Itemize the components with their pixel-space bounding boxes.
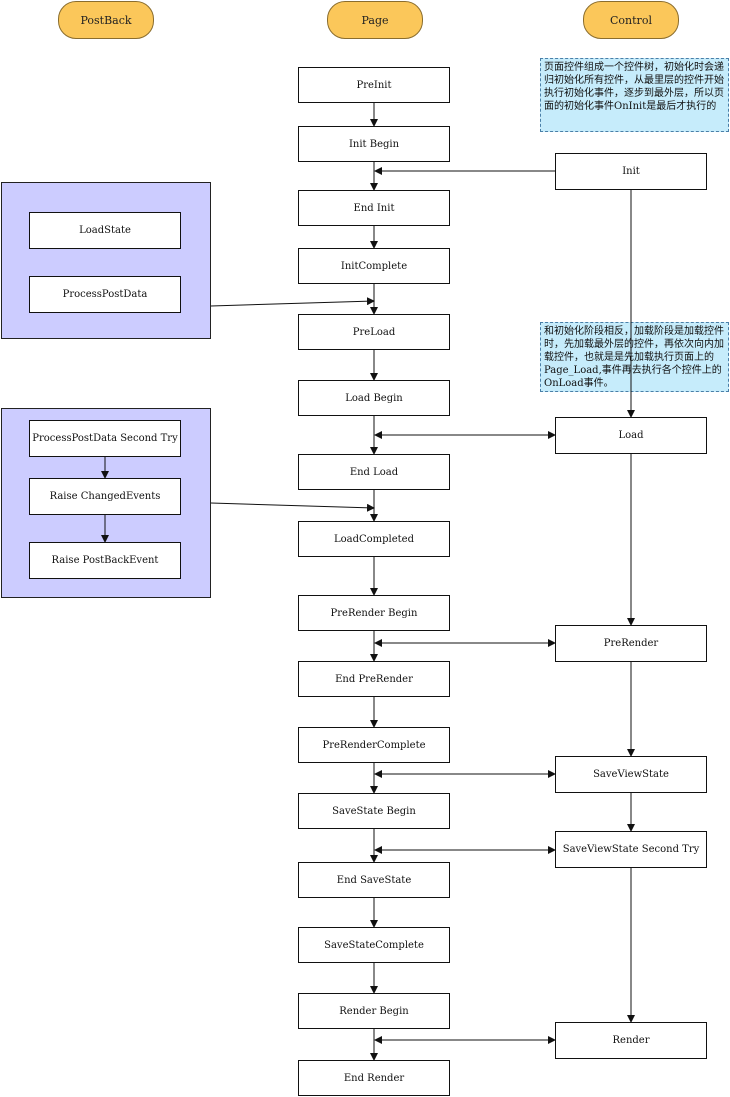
note-init-order: 页面控件组成一个控件树，初始化时会递归初始化所有控件，从最里层的控件开始执行初始… bbox=[540, 58, 729, 132]
arrow-postback-group1-to-page bbox=[210, 297, 375, 307]
lane-header-control: Control bbox=[583, 1, 679, 39]
page-step-preinit: PreInit bbox=[298, 67, 450, 103]
control-step-render: Render bbox=[555, 1022, 707, 1059]
page-step-load-begin: Load Begin bbox=[298, 380, 450, 416]
postback-step-load-state: LoadState bbox=[29, 212, 181, 249]
lane-header-page: Page bbox=[327, 1, 423, 39]
lane-header-postback: PostBack bbox=[58, 1, 154, 39]
page-step-prerender-complete: PreRenderComplete bbox=[298, 727, 450, 763]
control-step-saveviewstate-second-try: SaveViewState Second Try bbox=[555, 831, 707, 868]
page-step-savestate-complete: SaveStateComplete bbox=[298, 927, 450, 963]
page-step-load-completed: LoadCompleted bbox=[298, 521, 450, 557]
note-load-order: 和初始化阶段相反，加载阶段是加载控件时，先加载最外层的控件，再依次向内加载控件，… bbox=[540, 322, 729, 392]
page-step-init-begin: Init Begin bbox=[298, 126, 450, 162]
page-step-init-complete: InitComplete bbox=[298, 248, 450, 284]
postback-step-process-post-data-second-try: ProcessPostData Second Try bbox=[29, 420, 181, 457]
control-step-init: Init bbox=[555, 153, 707, 190]
page-step-end-load: End Load bbox=[298, 454, 450, 490]
postback-step-raise-changed-events: Raise ChangedEvents bbox=[29, 478, 181, 515]
postback-step-raise-postback-event: Raise PostBackEvent bbox=[29, 542, 181, 579]
page-step-end-init: End Init bbox=[298, 190, 450, 226]
page-step-end-savestate: End SaveState bbox=[298, 862, 450, 898]
page-step-preload: PreLoad bbox=[298, 314, 450, 350]
page-step-render-begin: Render Begin bbox=[298, 993, 450, 1029]
arrow-postback-group2-to-page bbox=[210, 502, 375, 512]
postback-step-process-post-data: ProcessPostData bbox=[29, 276, 181, 313]
